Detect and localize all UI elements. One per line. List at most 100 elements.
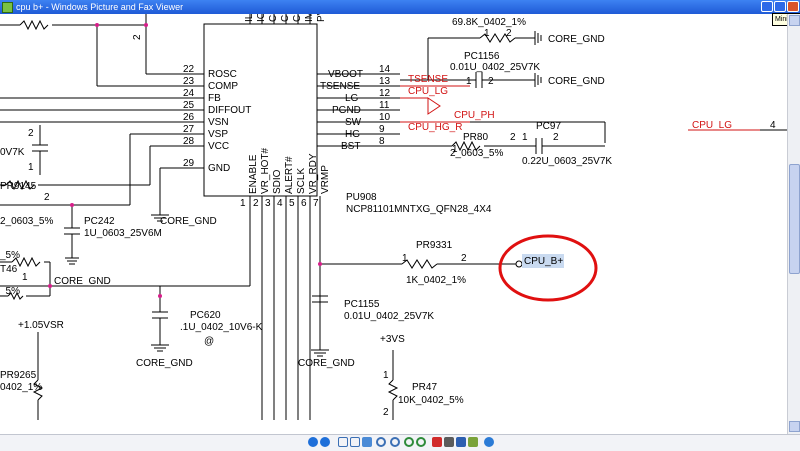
- resistor-ref: T46: [0, 264, 18, 275]
- pin-number: 28: [183, 136, 195, 147]
- maximize-button[interactable]: [774, 1, 786, 12]
- pin-number: 2: [253, 198, 259, 209]
- resistor-value: 1K_0402_1%: [406, 275, 466, 286]
- cap-value: .1U_0402_10V6-K: [180, 322, 263, 333]
- pin-label: CSREF: [292, 14, 303, 22]
- pin-label: ILIM: [244, 14, 255, 22]
- pin-number: 2: [28, 128, 34, 139]
- pin-number: 2: [488, 76, 494, 87]
- pin-number: 2: [510, 132, 516, 143]
- resistor-value: 10K_0402_5%: [398, 395, 464, 406]
- cap-value: 0.01U_0402_25V7K: [450, 62, 540, 73]
- pin-number: 9: [379, 124, 385, 135]
- variant-marker: @: [204, 336, 214, 347]
- ground-label: CORE_GND: [54, 276, 111, 287]
- pin-label: SW: [345, 117, 362, 128]
- pin-number: 2: [461, 253, 467, 264]
- pin-label: COMP: [208, 81, 238, 92]
- edit-icon[interactable]: [468, 437, 478, 447]
- pin-number: 7: [313, 198, 319, 209]
- pin-label: VRMP: [320, 165, 331, 194]
- scroll-down-icon[interactable]: [789, 421, 800, 432]
- resistor-ref: PR9265: [0, 370, 37, 381]
- pin-number: 14: [379, 64, 391, 75]
- ground-label: CORE_GND: [298, 358, 355, 369]
- zoom-in-icon[interactable]: [376, 437, 386, 447]
- pin-number: 5: [289, 198, 295, 209]
- pin-number: 2: [132, 34, 143, 40]
- power-label: +3VS: [380, 334, 405, 345]
- cap-value: 0.01U_0402_25V7K: [344, 311, 434, 322]
- slideshow-icon[interactable]: [362, 437, 372, 447]
- chip-part: NCP81101MNTXG_QFN28_4X4: [346, 204, 492, 215]
- pin-label: VSP: [208, 129, 228, 140]
- actual-size-icon[interactable]: [350, 437, 360, 447]
- net-label: CPU_LG: [692, 120, 732, 131]
- pin-label: IMAX: [304, 14, 315, 22]
- pin-label: TSENSE: [320, 81, 360, 92]
- net-label-selection: [522, 254, 564, 268]
- resistor-ref: PR80: [463, 132, 488, 143]
- net-label: TSENSE: [408, 74, 448, 85]
- previous-image-icon[interactable]: [308, 437, 318, 447]
- next-image-icon[interactable]: [320, 437, 330, 447]
- cap-ref: PC1156: [464, 51, 500, 62]
- cap-ref: PC97: [536, 121, 561, 132]
- pin-number: 25: [183, 100, 195, 111]
- pin-number: 23: [183, 76, 195, 87]
- resistor-value: _5%: [0, 286, 20, 297]
- pin-label: HG: [345, 129, 360, 140]
- pin-number: 1: [452, 144, 458, 155]
- pin-number: 2: [383, 407, 389, 418]
- pin-number: 1: [240, 198, 246, 209]
- pin-number: 1: [22, 272, 28, 283]
- pin-label: LG: [345, 93, 359, 104]
- cap-ref: PC1155: [344, 299, 380, 310]
- pin-label: VR_RDY: [308, 153, 319, 194]
- pin-label: ENABLE: [248, 154, 259, 194]
- pin-label: VSN: [208, 117, 229, 128]
- pin-number: 29: [183, 158, 195, 169]
- pin-label: PVCC: [316, 14, 327, 22]
- cpu-b-plus-net-label: CPU_B+: [524, 256, 563, 267]
- pin-number: 1: [383, 370, 389, 381]
- ground-label: CORE_GND: [136, 358, 193, 369]
- net-label: CPU_PH: [454, 110, 495, 121]
- print-icon[interactable]: [444, 437, 454, 447]
- scroll-thumb[interactable]: [789, 164, 800, 274]
- resistor-value: _5%: [0, 250, 20, 261]
- pin-number: 1: [466, 76, 472, 87]
- delete-icon[interactable]: [432, 437, 442, 447]
- viewer-toolbar: [0, 434, 800, 451]
- best-fit-icon[interactable]: [338, 437, 348, 447]
- ground-label: CORE_GND: [548, 34, 605, 45]
- pin-number: 2: [44, 192, 50, 203]
- pin-label: PGND: [332, 105, 361, 116]
- pin-label: CSCOMP: [268, 14, 279, 22]
- scroll-up-icon[interactable]: [789, 15, 800, 26]
- help-icon[interactable]: [484, 437, 494, 447]
- rotate-counterclockwise-icon[interactable]: [416, 437, 426, 447]
- pin-label: DIFFOUT: [208, 105, 251, 116]
- pin-label: VCC: [208, 141, 229, 152]
- pin-number: 1: [522, 132, 528, 143]
- pin-number: 1: [28, 162, 34, 173]
- net-label: CPU_HG_R: [408, 122, 462, 133]
- cap-value: 1U_0603_25V6M: [84, 228, 162, 239]
- pin-label: VR_HOT#: [260, 147, 271, 194]
- zoom-out-icon[interactable]: [390, 437, 400, 447]
- pin-number: 4: [770, 120, 776, 131]
- close-button[interactable]: [787, 1, 799, 12]
- rotate-clockwise-icon[interactable]: [404, 437, 414, 447]
- save-icon[interactable]: [456, 437, 466, 447]
- vertical-scrollbar[interactable]: [787, 14, 800, 434]
- minimize-button[interactable]: [761, 1, 773, 12]
- image-viewport[interactable]: ILIM IOUT CSCOMP CSSUM CSREF IMAX PVCC 2…: [0, 14, 787, 434]
- pin-label: VBOOT: [328, 69, 363, 80]
- pin-number: 1: [484, 28, 490, 39]
- pin-label: SDIO: [272, 169, 283, 194]
- resistor-value: 2_0603_5%: [0, 216, 53, 227]
- pin-number: 2: [506, 28, 512, 39]
- pin-number: 22: [183, 64, 195, 75]
- pin-label: GND: [208, 163, 230, 174]
